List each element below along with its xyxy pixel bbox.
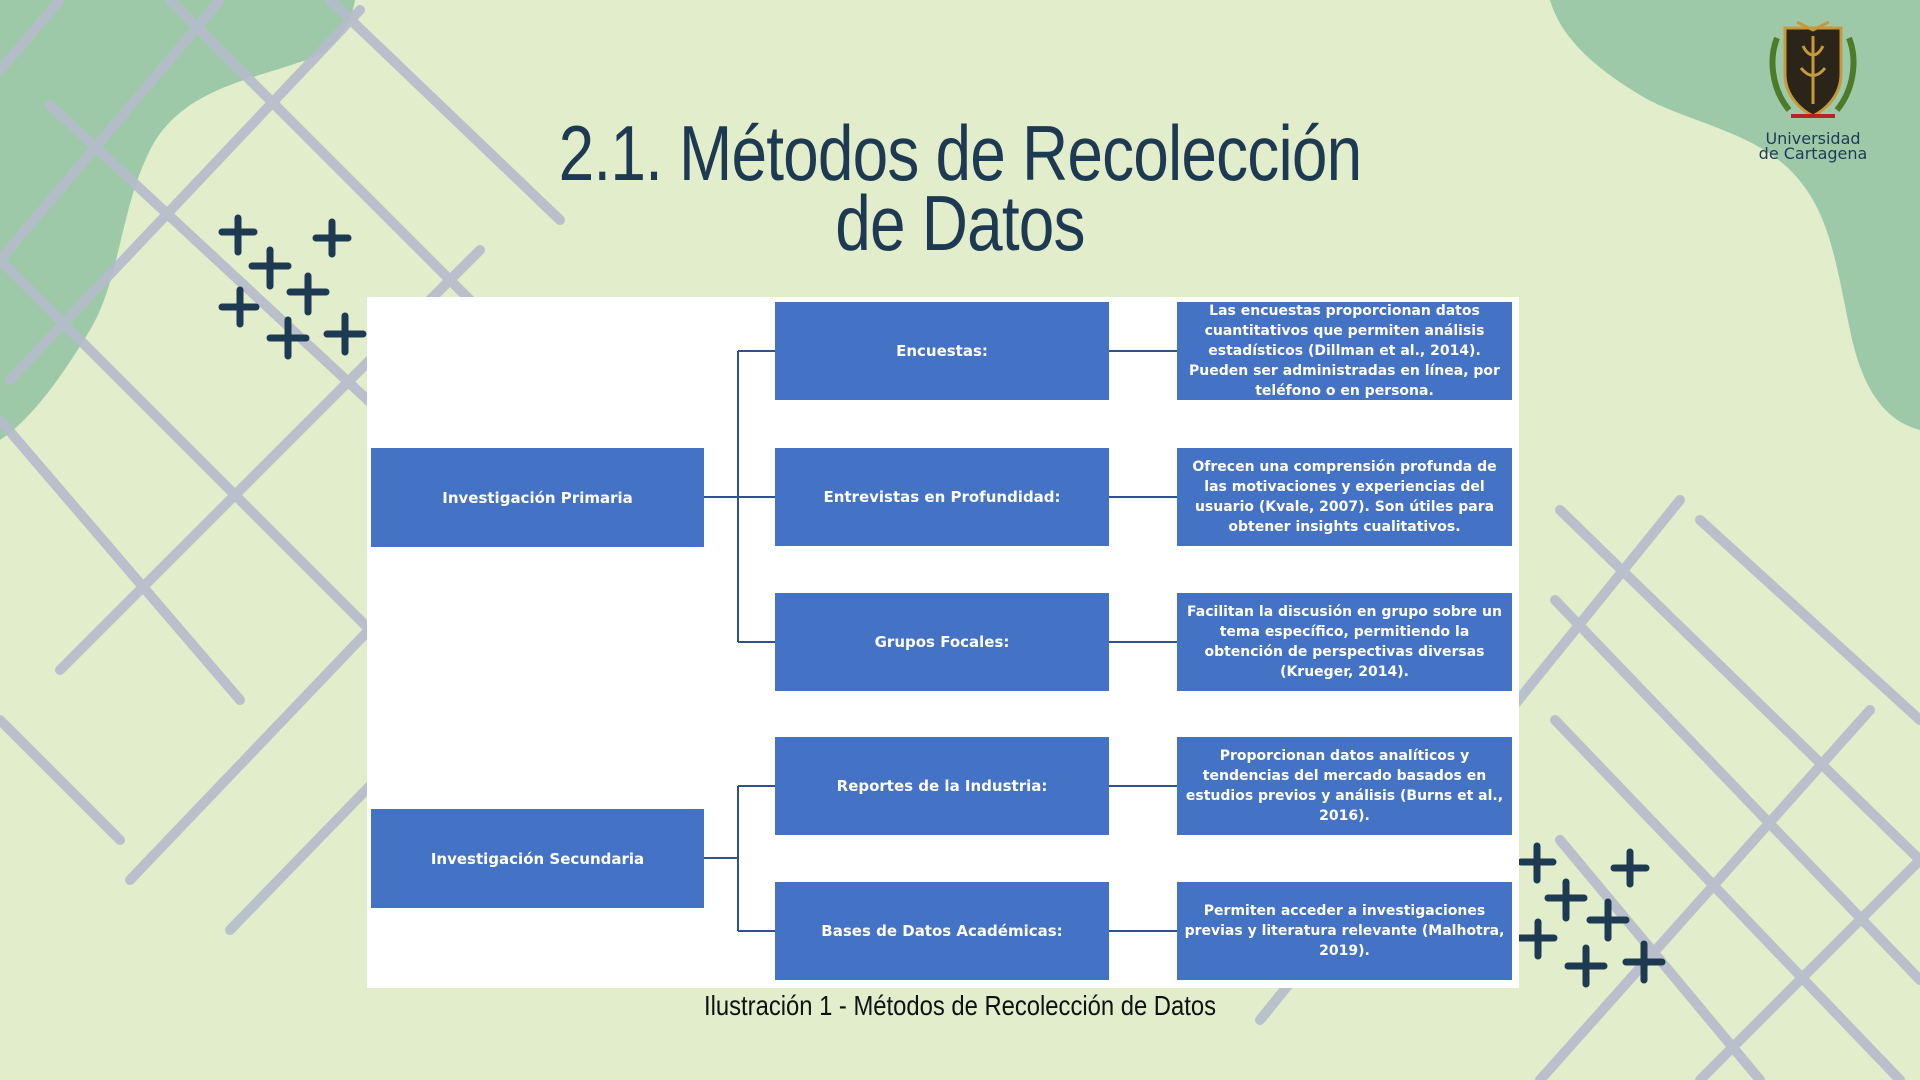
sparkles-right: [1516, 842, 1666, 988]
method-node-reportes: Reportes de la Industria:: [775, 737, 1109, 835]
description-text: Proporcionan datos analíticos y tendenci…: [1185, 748, 1504, 824]
logo-line-2: de Cartagena: [1758, 144, 1868, 163]
root-node-secondary: Investigación Secundaria: [371, 809, 704, 908]
connector-secondary: [704, 785, 775, 932]
root-node-label: Investigación Secundaria: [430, 849, 645, 868]
method-node-label: Reportes de la Industria:: [836, 777, 1048, 795]
description-text: Facilitan la discusión en grupo sobre un…: [1187, 604, 1502, 680]
description-node-bases-datos: Permiten acceder a investigaciones previ…: [1177, 882, 1512, 980]
university-crest-icon: [1769, 20, 1857, 118]
connector-primary: [704, 350, 775, 643]
university-logo: Universidad de Cartagena: [1748, 18, 1878, 163]
method-node-grupos-focales: Grupos Focales:: [775, 593, 1109, 691]
description-node-encuestas: Las encuestas proporcionan datos cuantit…: [1177, 302, 1512, 400]
sparkles-left: [218, 214, 367, 360]
method-node-label: Entrevistas en Profundidad:: [823, 488, 1061, 506]
diagram-connectors: [704, 350, 1177, 932]
description-node-entrevistas: Ofrecen una comprensión profunda de las …: [1177, 448, 1512, 546]
method-node-label: Encuestas:: [896, 342, 988, 360]
figure-caption: Ilustración 1 - Métodos de Recolección d…: [704, 990, 1216, 1021]
logo-line-1: Universidad: [1765, 129, 1861, 148]
description-node-grupos-focales: Facilitan la discusión en grupo sobre un…: [1177, 593, 1512, 691]
method-node-entrevistas: Entrevistas en Profundidad:: [775, 448, 1109, 546]
description-node-reportes: Proporcionan datos analíticos y tendenci…: [1177, 737, 1512, 835]
top-left-blob: [0, 0, 355, 440]
description-text: Permiten acceder a investigaciones previ…: [1184, 903, 1505, 959]
slide-title: 2.1. Métodos de Recolección de Datos: [558, 109, 1363, 267]
method-node-label: Grupos Focales:: [874, 633, 1010, 651]
root-node-primary: Investigación Primaria: [371, 448, 704, 547]
methods-diagram: Investigación Primaria Investigación Sec…: [367, 297, 1519, 988]
method-node-encuestas: Encuestas:: [775, 302, 1109, 400]
method-node-bases-datos: Bases de Datos Académicas:: [775, 882, 1109, 980]
description-text: Las encuestas proporcionan datos cuantit…: [1189, 303, 1500, 399]
method-node-label: Bases de Datos Académicas:: [821, 922, 1063, 940]
description-text: Ofrecen una comprensión profunda de las …: [1192, 459, 1497, 535]
root-node-label: Investigación Primaria: [442, 488, 633, 507]
